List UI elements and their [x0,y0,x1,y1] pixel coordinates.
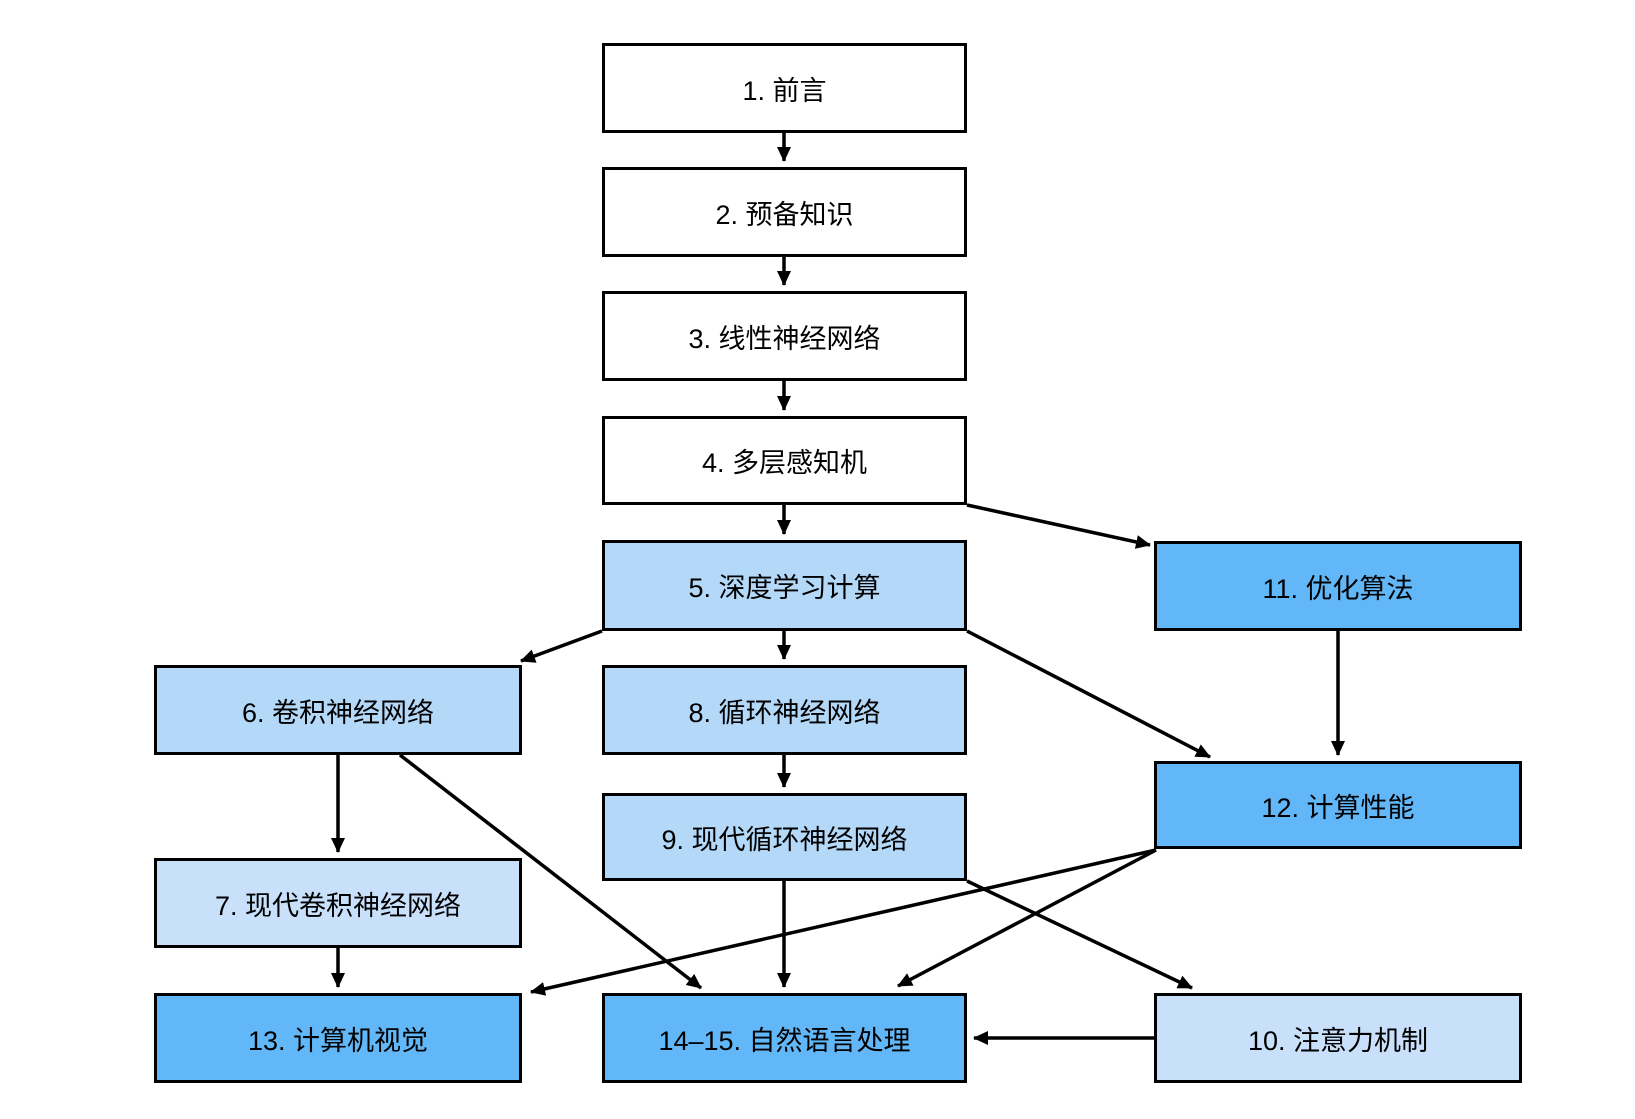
node-7-modern-cnn: 7. 现代卷积神经网络 [154,858,522,948]
node-label: 4. 多层感知机 [701,448,868,478]
edge-4-to-11 [966,503,1151,549]
edge-5-to-6 [520,629,603,663]
node-11-optimization: 11. 优化算法 [1154,541,1522,631]
node-1-preface: 1. 前言 [602,43,967,133]
edge-9-to-10 [966,879,1193,990]
edge-12-to-13 [530,848,1157,996]
node-2-preliminaries: 2. 预备知识 [602,167,967,257]
edge-12-to-14-15 [897,848,1157,988]
node-label: 8. 循环神经网络 [688,697,881,728]
node-10-attention: 10. 注意力机制 [1154,993,1522,1083]
node-5-dl-computation: 5. 深度学习计算 [602,540,967,631]
edge-5-to-12 [966,629,1211,759]
node-label: 2. 预备知识 [715,199,854,230]
node-3-linear-networks: 3. 线性神经网络 [602,291,967,381]
node-label: 13. 计算机视觉 [247,1025,429,1056]
node-12-performance: 12. 计算性能 [1154,761,1522,849]
node-label: 10. 注意力机制 [1247,1025,1429,1056]
node-label: 6. 卷积神经网络 [241,697,435,728]
node-9-modern-rnn: 9. 现代循环神经网络 [602,793,967,881]
node-label: 5. 深度学习计算 [688,573,881,603]
node-8-rnn: 8. 循环神经网络 [602,665,967,755]
node-14-15-nlp: 14–15. 自然语言处理 [602,993,967,1083]
node-label: 9. 现代循环神经网络 [661,824,908,855]
node-6-cnn: 6. 卷积神经网络 [154,665,522,755]
node-label: 14–15. 自然语言处理 [658,1025,911,1056]
node-label: 7. 现代卷积神经网络 [214,890,462,921]
node-label: 11. 优化算法 [1262,573,1414,604]
node-label: 1. 前言 [742,75,827,106]
node-4-mlp: 4. 多层感知机 [602,416,967,505]
node-label: 12. 计算性能 [1261,792,1415,823]
node-label: 3. 线性神经网络 [688,323,881,354]
edge-6-to-14-15 [398,753,703,990]
node-13-computer-vision: 13. 计算机视觉 [154,993,522,1083]
